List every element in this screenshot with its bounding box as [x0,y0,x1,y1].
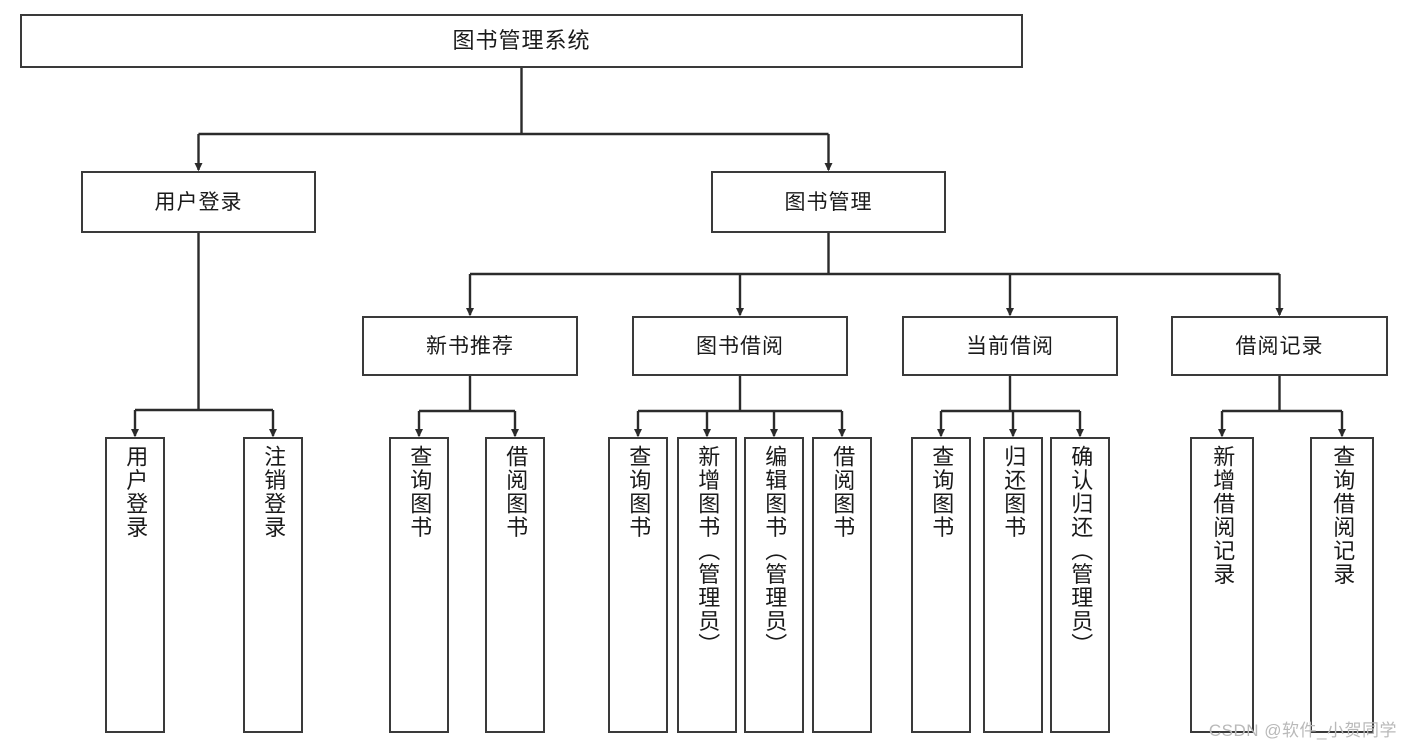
node-l_conf[interactable]: 确认归还（管理员） [1050,437,1110,733]
connector-lines [130,68,1347,438]
node-l_q2[interactable]: 查询图书 [608,437,668,733]
node-label: 图书管理系统 [452,28,591,53]
node-label: 查询图书 [626,445,652,539]
node-current[interactable]: 当前借阅 [902,316,1118,376]
node-label: 图书借阅 [696,334,784,358]
node-label: 图书管理 [784,190,873,214]
node-l_login[interactable]: 用户登录 [105,437,165,733]
node-l_qrec[interactable]: 查询借阅记录 [1310,437,1374,733]
node-label: 当前借阅 [966,334,1054,358]
node-l_logout[interactable]: 注销登录 [243,437,303,733]
node-label: 确认归还（管理员） [1068,445,1094,657]
node-label: 新增借阅记录 [1210,445,1236,586]
watermark-label: CSDN @软件_小贺同学 [1208,721,1397,740]
node-login[interactable]: 用户登录 [81,171,316,233]
node-l_q1[interactable]: 查询图书 [389,437,449,733]
node-label: 借阅图书 [830,445,856,539]
node-label: 用户登录 [123,445,149,539]
node-label: 注销登录 [261,445,287,539]
node-label: 归还图书 [1001,445,1027,539]
node-l_ret[interactable]: 归还图书 [983,437,1043,733]
node-label: 查询图书 [407,445,433,539]
node-label: 编辑图书（管理员） [762,445,788,657]
node-label: 新增图书（管理员） [695,445,721,657]
node-label: 借阅图书 [503,445,529,539]
node-l_b1[interactable]: 借阅图书 [485,437,545,733]
node-l_add[interactable]: 新增图书（管理员） [677,437,737,733]
node-records[interactable]: 借阅记录 [1171,316,1388,376]
node-l_q3[interactable]: 查询图书 [911,437,971,733]
node-l_addrec[interactable]: 新增借阅记录 [1190,437,1254,733]
node-root[interactable]: 图书管理系统 [20,14,1023,68]
node-l_edit[interactable]: 编辑图书（管理员） [744,437,804,733]
node-borrow[interactable]: 图书借阅 [632,316,848,376]
node-newbook[interactable]: 新书推荐 [362,316,578,376]
node-label: 新书推荐 [426,334,514,358]
node-label: 查询借阅记录 [1330,445,1356,586]
node-l_b2[interactable]: 借阅图书 [812,437,872,733]
node-label: 查询图书 [929,445,955,539]
node-bookmgmt[interactable]: 图书管理 [711,171,946,233]
node-label: 用户登录 [154,190,243,214]
node-label: 借阅记录 [1235,334,1324,358]
